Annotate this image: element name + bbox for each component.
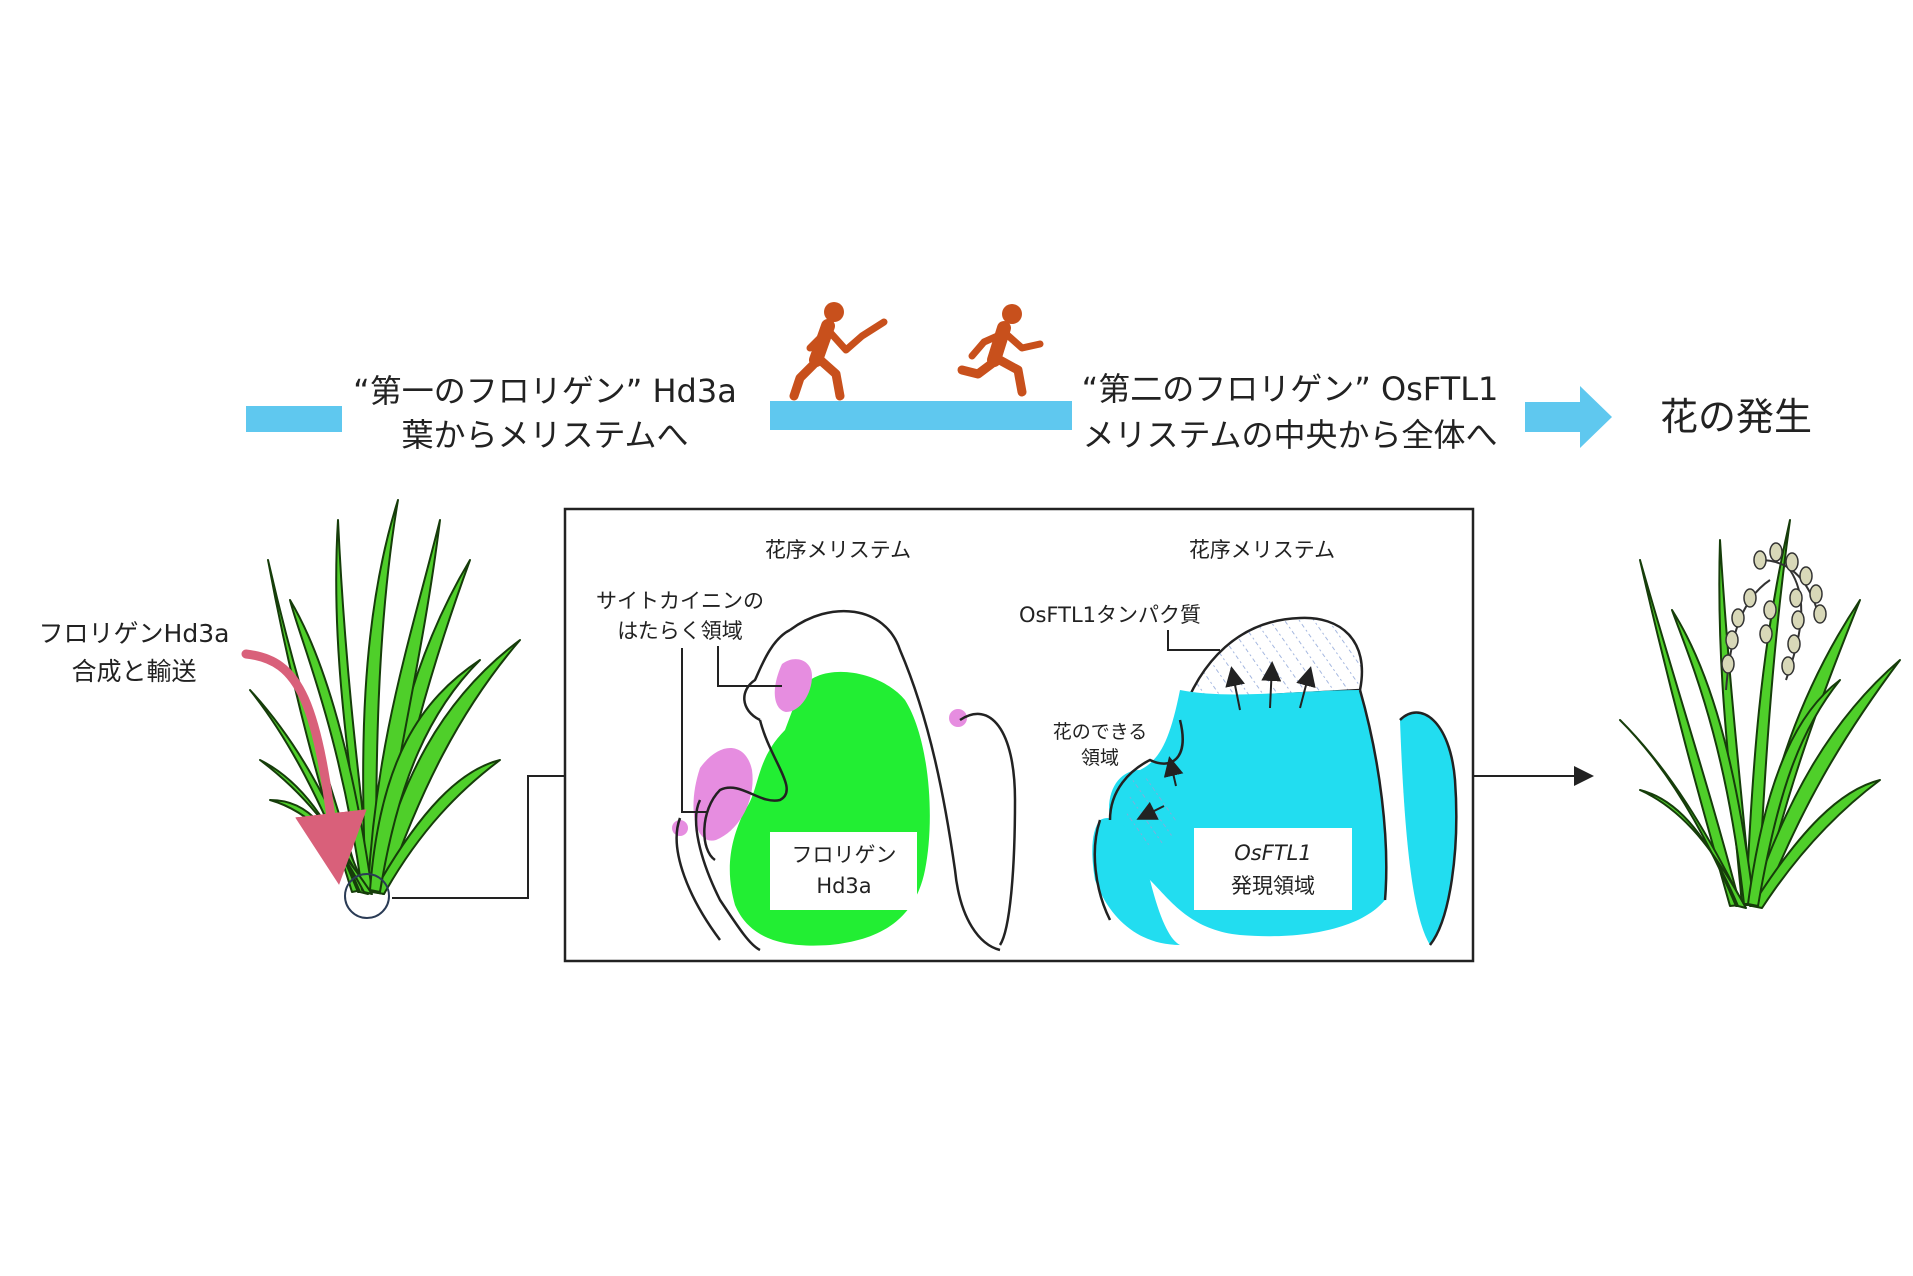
right-meristem: 花序メリステム OsFTL1 発現領域 OsFTL1タンパク質 花のできる 領域 xyxy=(1019,538,1458,946)
flower-region-label-line2: 領域 xyxy=(1081,747,1119,769)
second-florigen-title: “第二のフロリゲン” OsFTL1 xyxy=(1082,370,1499,408)
pink-cytokinin-dot-2 xyxy=(672,820,688,836)
florigen-label-line2: Hd3a xyxy=(816,874,871,898)
protein-leader xyxy=(1167,630,1220,651)
left-meristem: 花序メリステム フロリゲン Hd3a サイトカイニンの はたらく領域 xyxy=(596,538,1017,952)
expression-label-line1: OsFTL1 xyxy=(1234,841,1311,865)
osftl1-protein-label: OsFTL1タンパク質 xyxy=(1019,603,1201,627)
cytokinin-label-line1: サイトカイニンの xyxy=(596,589,764,613)
second-florigen-subtitle: メリステムの中央から全体へ xyxy=(1082,416,1497,454)
arrow-right-icon xyxy=(1525,386,1612,448)
blue-bar-left xyxy=(246,406,342,432)
first-florigen-title: “第一のフロリゲン” Hd3a xyxy=(353,372,737,410)
flowering-result: 花の発生 xyxy=(1660,395,1812,439)
pink-cytokinin-dot xyxy=(949,709,967,727)
meristem-highlight-circle xyxy=(344,873,390,919)
rice-panicle-icon xyxy=(1721,542,1827,691)
left-plant-label-line2: 合成と輸送 xyxy=(71,657,196,686)
left-meristem-outline xyxy=(675,609,1017,952)
first-florigen-subtitle: 葉からメリステムへ xyxy=(401,416,688,454)
cytokinin-label-line2: はたらく領域 xyxy=(617,619,743,643)
relay-runner-icon xyxy=(957,304,1044,397)
transport-arrow xyxy=(241,649,367,885)
spread-arrows xyxy=(1136,661,1316,820)
connector-line xyxy=(392,775,565,899)
cytokinin-leader-left xyxy=(681,648,708,813)
rice-plant-icon xyxy=(249,499,521,895)
expression-label-box xyxy=(1194,828,1352,910)
runner-icon xyxy=(789,302,888,401)
cytokinin-leader-top xyxy=(717,646,782,687)
florigen-label-line1: フロリゲン xyxy=(792,843,897,867)
pink-cytokinin-left xyxy=(693,747,753,841)
cyan-left-bract xyxy=(1092,818,1180,945)
left-plant-label-line1: フロリゲンHd3a xyxy=(39,619,230,648)
right-panel-title: 花序メリステム xyxy=(1189,538,1335,562)
header-row: “第一のフロリゲン” Hd3a 葉からメリステムへ “第二のフロリゲン” OsF… xyxy=(246,302,1812,454)
florigen-label-box xyxy=(770,832,917,910)
expression-label-line2: 発現領域 xyxy=(1231,874,1315,898)
flower-region-label-line1: 花のできる xyxy=(1053,721,1148,743)
pink-cytokinin-top xyxy=(774,659,812,712)
right-meristem-outline xyxy=(1093,689,1458,946)
left-panel-title: 花序メリステム xyxy=(765,538,911,562)
rice-plant-flowering-icon xyxy=(1619,519,1901,909)
blue-bar-middle xyxy=(770,401,1072,430)
cyan-right-bract xyxy=(1400,712,1457,945)
